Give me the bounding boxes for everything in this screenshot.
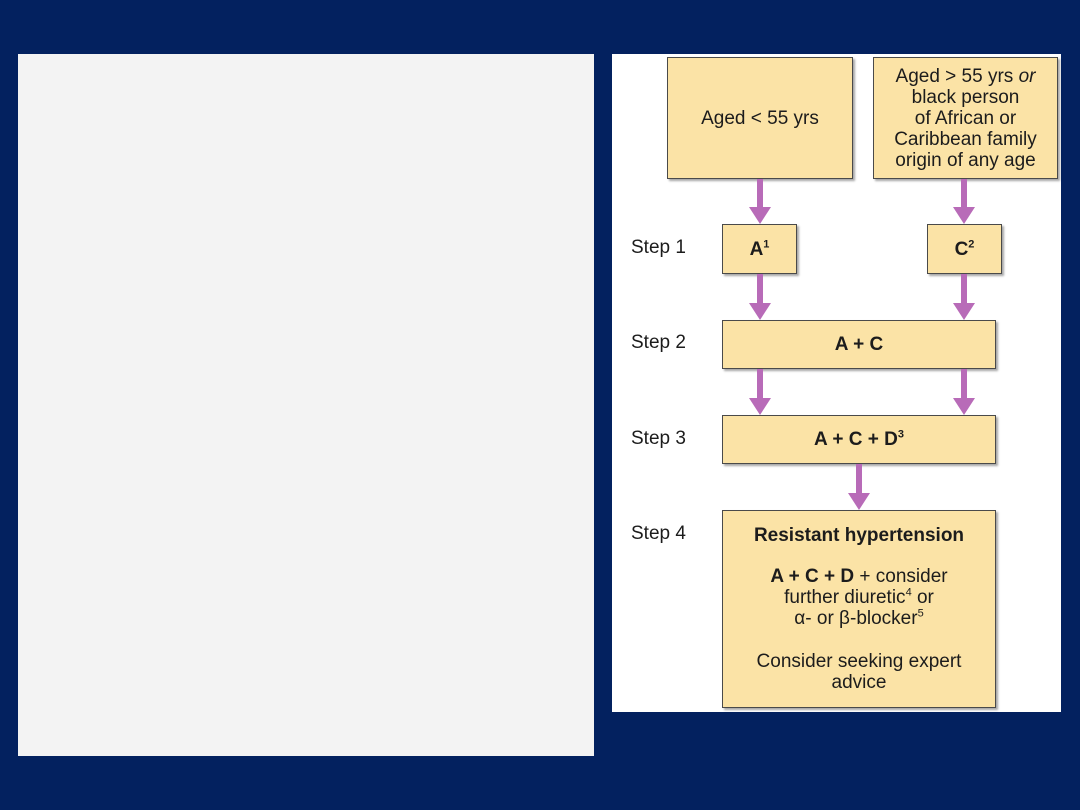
box-aged-over-55-line1: Aged > 55 yrs or (896, 66, 1036, 87)
step4-line3-text: α- or β-blocker (794, 608, 918, 629)
step-1-label: Step 1 (631, 237, 686, 258)
box-aged-under-55-text: Aged < 55 yrs (701, 107, 819, 129)
step1-c-letter: C (954, 238, 969, 260)
step4-line2-text: further diuretic (784, 587, 906, 608)
box-aged-over-55-line3: of African or (914, 107, 1017, 129)
step4-line3: α- or β-blocker5 (794, 608, 923, 629)
step4-line5: advice (831, 672, 887, 693)
left-panel (18, 54, 594, 756)
step4-line1-bold: A + C + D (770, 566, 855, 587)
step4-title: Resistant hypertension (753, 525, 965, 546)
box-step1-a-content: A1 (750, 239, 770, 260)
step1-a-letter: A (749, 238, 764, 260)
box-aged-over-55-line2: black person (911, 86, 1020, 108)
step4-line1-rest: + consider (854, 566, 948, 587)
hypertension-flowchart: Aged < 55 yrs Aged > 55 yrs or black per… (612, 54, 1061, 712)
or-italic-text: or (1018, 65, 1036, 87)
box-step1-a: A1 (722, 224, 797, 274)
arrow-under55-to-a (749, 179, 771, 224)
box-aged-over-55-line5: origin of any age (895, 149, 1036, 171)
box-step1-c: C2 (927, 224, 1002, 274)
arrow-step2-right-to-step3 (953, 369, 975, 415)
box-step1-c-content: C2 (955, 239, 975, 260)
step4-line2-sup: 4 (905, 586, 912, 599)
step1-c-sup: 2 (968, 238, 975, 251)
box-step2: A + C (722, 320, 996, 369)
step4-line2-rest: or (911, 587, 934, 608)
step2-text: A + C (834, 334, 884, 355)
step-2-label: Step 2 (631, 332, 686, 353)
box-aged-over-55-line4: Caribbean family (894, 128, 1037, 150)
step3-text: A + C + D (814, 429, 898, 450)
arrow-step2-left-to-step3 (749, 369, 771, 415)
box-aged-over-55: Aged > 55 yrs or black person of African… (873, 57, 1058, 179)
box-step3: A + C + D3 (722, 415, 996, 464)
step4-line4: Consider seeking expert (756, 651, 962, 672)
step1-a-sup: 1 (763, 238, 770, 251)
step4-line2: further diuretic4 or (784, 587, 934, 608)
box-step4: Resistant hypertension A + C + D + consi… (722, 510, 996, 708)
arrow-step3-to-step4 (848, 464, 870, 510)
step3-sup: 3 (897, 428, 904, 441)
step4-line3-sup: 5 (917, 607, 924, 620)
step4-line1: A + C + D + consider (770, 566, 947, 587)
step-3-label: Step 3 (631, 428, 686, 449)
step-4-label: Step 4 (631, 523, 686, 544)
arrow-a-to-step2 (749, 274, 771, 320)
aged-over-55-text: Aged > 55 yrs (895, 65, 1014, 87)
arrow-c-to-step2 (953, 274, 975, 320)
box-step3-content: A + C + D3 (814, 429, 904, 450)
arrow-over55-to-c (953, 179, 975, 224)
box-aged-under-55: Aged < 55 yrs (667, 57, 853, 179)
